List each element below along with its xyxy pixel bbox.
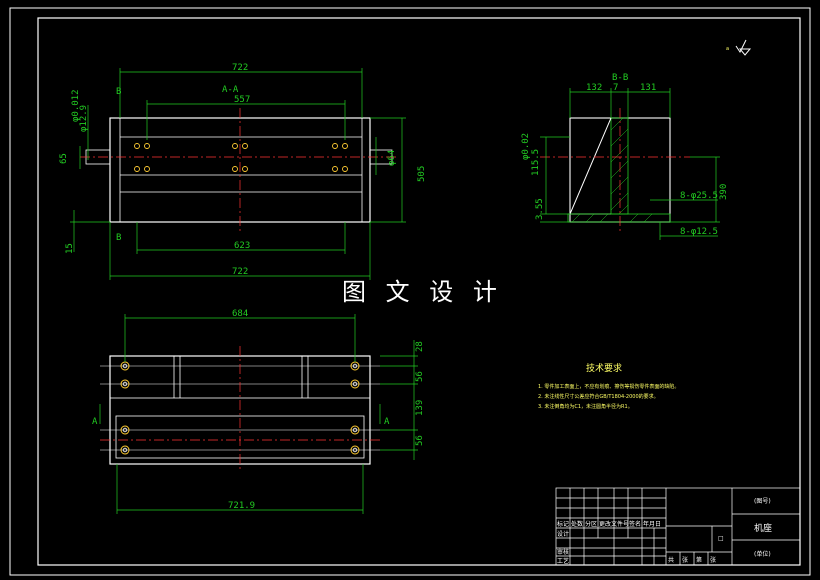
side-dim-390: 390: [719, 184, 729, 200]
notes-title: 技术要求: [586, 362, 622, 374]
top-dimension-lines: [99, 314, 418, 514]
side-dim-355: 3.55: [535, 198, 545, 220]
tb-row-label: 分区: [585, 520, 597, 528]
top-hole: [350, 379, 360, 389]
side-dim-holes-255: 8-φ25.5: [680, 191, 718, 201]
side-view: B-B: [521, 73, 729, 240]
side-dim-115: 115.5: [531, 149, 541, 176]
top-hole: [120, 379, 130, 389]
tb-row-label: 签名: [629, 520, 641, 528]
side-dim-131: 131: [640, 83, 656, 93]
top-dim-28: 28: [415, 341, 425, 352]
watermark-text: 图 文 设 计: [342, 278, 503, 306]
tb-bottom-label: 张: [710, 556, 716, 564]
front-hole: [232, 166, 238, 172]
top-cut-label-a-right: A: [384, 417, 390, 427]
title-block-unit: (单位): [754, 550, 771, 558]
front-hole: [342, 143, 348, 149]
tb-bottom-label: 张: [682, 556, 688, 564]
front-dim-left-15: 15: [65, 243, 75, 254]
tb-row-label: 处数: [571, 520, 583, 528]
front-hole: [342, 166, 348, 172]
front-dim-overall-top: 722: [232, 63, 248, 73]
front-cut-label-b-bottom: B: [116, 233, 121, 243]
tb-side-label: 设计: [557, 530, 569, 538]
front-dim-overall-bottom: 722: [232, 267, 248, 277]
side-base-hatch: [571, 213, 653, 223]
front-dim-left-65: 65: [59, 153, 69, 164]
front-cut-label-b-top: B: [116, 87, 121, 97]
front-dim-holes: 557: [234, 95, 250, 105]
top-view: 684 721.9 28 56 139 56 A A: [92, 309, 425, 514]
front-hole: [144, 143, 150, 149]
surface-finish-symbol: a: [726, 39, 752, 56]
tb-bottom-label: 共: [668, 556, 674, 564]
front-hole: [242, 166, 248, 172]
front-hole: [134, 166, 140, 172]
front-dim-right-505: 505: [417, 166, 427, 182]
top-dim-684: 684: [232, 309, 248, 319]
side-dim-7: 7: [613, 83, 618, 93]
technical-notes: 技术要求 1. 零件加工表面上，不应有划痕、擦伤等损伤零件表面的缺陷。 2. 未…: [538, 362, 679, 410]
notes-line-1: 1. 零件加工表面上，不应有划痕、擦伤等损伤零件表面的缺陷。: [538, 383, 679, 390]
inner-border: [37, 17, 801, 566]
front-hole: [242, 143, 248, 149]
front-hole: [332, 143, 338, 149]
front-dim-left-tol: φ0.012: [71, 89, 81, 122]
top-hole: [350, 445, 360, 455]
side-dim-holes-125: 8-φ12.5: [680, 227, 718, 237]
side-dimension-lines: [540, 88, 720, 240]
tb-side-label: 工艺: [557, 557, 569, 565]
front-dim-left-dia: φ12.9: [79, 105, 89, 132]
title-block: [555, 487, 801, 566]
top-holes: [120, 361, 360, 455]
top-dim-56b: 56: [415, 435, 425, 446]
front-dim-bottom-inner: 623: [234, 241, 250, 251]
front-view: A-A B B: [59, 63, 427, 280]
tb-side-label: 审核: [557, 548, 569, 556]
front-dimension-lines: [70, 68, 406, 280]
front-section-label: A-A: [222, 85, 239, 95]
notes-line-2: 2. 未注线性尺寸公差应符合GB/T1804-2000的要求。: [538, 393, 659, 400]
front-hole: [232, 143, 238, 149]
tb-row-label: 标记: [557, 520, 569, 528]
title-block-drawing-number: (图号): [754, 498, 771, 505]
surface-finish-label: a: [726, 46, 729, 52]
side-rib-hatch: [610, 117, 629, 215]
title-block-row-labels: 标记 处数 分区 更改文件号 签名 年月日 设计 审核 工艺 共 张 第 张: [557, 520, 716, 565]
top-hole: [120, 445, 130, 455]
tb-row-label: 更改文件号: [599, 520, 629, 528]
top-hole: [350, 425, 360, 435]
title-block-part-name: 机座: [754, 522, 772, 534]
front-hole: [144, 166, 150, 172]
top-dim-7219: 721.9: [228, 501, 255, 511]
top-cut-label-a-left: A: [92, 417, 98, 427]
side-dim-132: 132: [586, 83, 602, 93]
top-dim-139: 139: [415, 400, 425, 416]
front-body-inner: [119, 117, 363, 223]
top-hole-centers: [122, 363, 358, 453]
side-section-label: B-B: [612, 73, 628, 83]
top-dim-56a: 56: [415, 371, 425, 382]
tb-row-label: 年月日: [643, 520, 661, 528]
front-holes: [134, 143, 348, 172]
tb-bottom-label: 第: [696, 556, 702, 564]
front-dim-right-64: φ64: [387, 150, 397, 166]
front-hole: [134, 143, 140, 149]
notes-line-3: 3. 未注倒角均为C1，未注圆角半径为R1。: [538, 403, 633, 410]
outer-border: [9, 7, 811, 576]
side-rib-hatch-lines: [610, 117, 629, 215]
top-hole: [120, 425, 130, 435]
side-dim-tol: φ0.02: [521, 133, 531, 160]
title-block-scale-box: □: [718, 535, 724, 542]
side-base-plate: [567, 213, 671, 223]
front-hole: [332, 166, 338, 172]
side-gusset: [569, 117, 612, 215]
